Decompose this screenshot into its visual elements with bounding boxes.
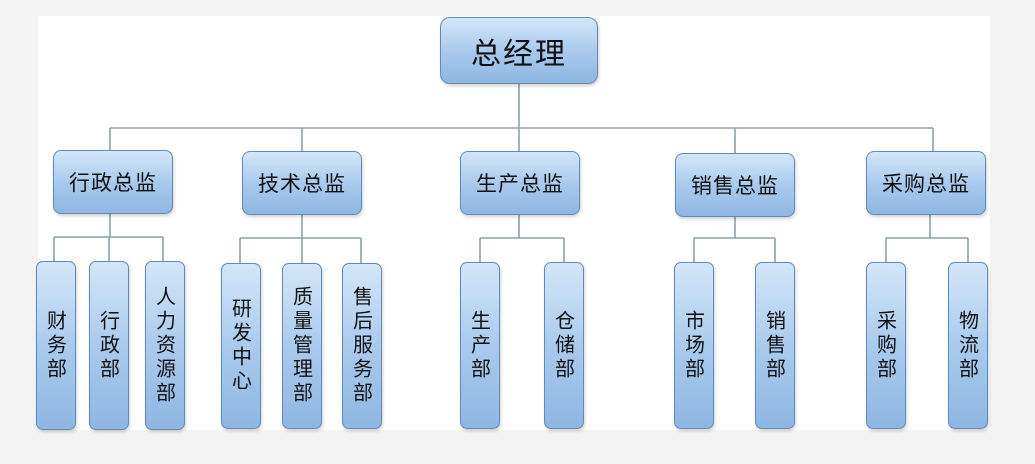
- dept-node-logistics: 物流部: [948, 262, 988, 429]
- dept-node-production: 生产部: [460, 262, 500, 429]
- dept-node-purchasing: 采购部: [866, 262, 906, 429]
- director-node-purchasing: 采购总监: [866, 151, 986, 215]
- dept-node-marketing: 市场部: [674, 262, 714, 429]
- director-node-sales: 销售总监: [675, 153, 795, 217]
- dept-node-after-sales: 售后服务部: [342, 263, 382, 429]
- dept-node-hr: 人力资源部: [145, 261, 185, 430]
- director-node-admin: 行政总监: [53, 150, 173, 214]
- director-node-tech: 技术总监: [242, 151, 362, 215]
- dept-node-rd-center: 研发中心: [221, 263, 261, 429]
- dept-node-quality: 质量管理部: [282, 263, 322, 429]
- dept-node-sales: 销售部: [755, 262, 795, 429]
- dept-node-administration: 行政部: [89, 261, 129, 430]
- director-node-production: 生产总监: [460, 151, 580, 215]
- org-chart-canvas: [38, 16, 990, 430]
- dept-node-finance: 财务部: [36, 261, 76, 430]
- root-node: 总经理: [440, 17, 598, 84]
- dept-node-warehouse: 仓储部: [544, 262, 584, 429]
